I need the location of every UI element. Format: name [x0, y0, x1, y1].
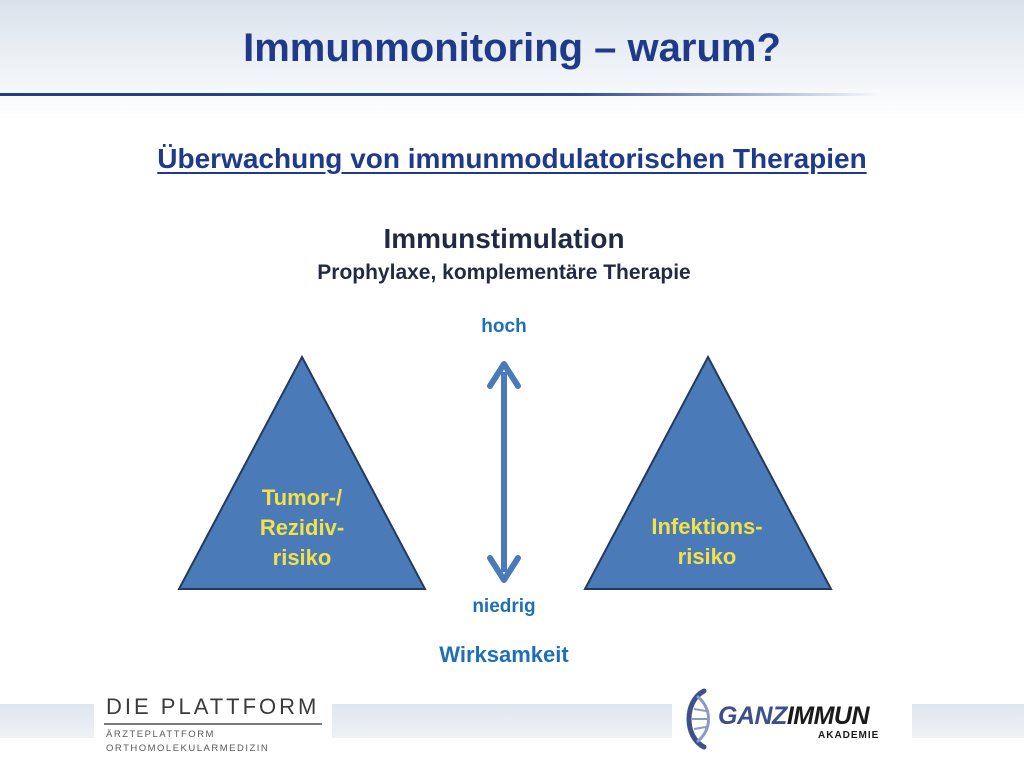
- left-triangle: [177, 354, 427, 590]
- double-arrow: [487, 361, 521, 583]
- risk-diagram: Tumor-/ Rezidiv- risiko Infektions- risi…: [0, 300, 1024, 680]
- ganzimmun-logo-text: GANZIMMUN: [718, 702, 870, 730]
- slide-subtitle: Überwachung von immunmodulatorischen The…: [157, 143, 867, 174]
- die-plattform-logo-rule: [104, 723, 322, 725]
- header-band: [0, 0, 1024, 120]
- right-triangle-label: Infektions- risiko: [622, 512, 792, 572]
- ganzimmun-logo-subtext: AKADEMIE: [818, 730, 880, 741]
- header-rule: [0, 93, 880, 96]
- ganzimmun-logo: GANZIMMUN AKADEMIE: [672, 684, 912, 754]
- ganzimmun-logo-text-a: GANZ: [718, 702, 787, 730]
- left-triangle-label: Tumor-/ Rezidiv- risiko: [222, 483, 382, 573]
- axis-bottom-label: niedrig: [472, 596, 536, 617]
- die-plattform-logo: DIE PLATTFORM ÄRZTEPLATTFORM ORTHOMOLEKU…: [94, 690, 332, 754]
- diagram-shapes: [177, 354, 833, 590]
- left-triangle-line1: Tumor-/: [261, 485, 343, 510]
- die-plattform-logo-subtext: ÄRZTEPLATTFORM ORTHOMOLEKULARMEDIZIN: [106, 729, 270, 754]
- dna-helix-icon: [686, 688, 710, 750]
- section-subheading: Prophylaxe, komplementäre Therapie: [317, 261, 691, 284]
- axis-top-label: hoch: [481, 316, 527, 337]
- axis-caption: Wirksamkeit: [439, 642, 569, 667]
- right-triangle-line1: Infektions-: [651, 514, 763, 539]
- left-triangle-line3: risiko: [272, 545, 332, 570]
- slide-title: Immunmonitoring – warum?: [243, 26, 781, 70]
- section-heading: Immunstimulation: [383, 223, 625, 254]
- ganzimmun-logo-text-b: IMMUN: [786, 702, 870, 730]
- right-triangle-line2: risiko: [677, 544, 737, 569]
- left-triangle-line2: Rezidiv-: [259, 515, 345, 540]
- right-triangle: [583, 354, 833, 590]
- die-plattform-logo-text: DIE PLATTFORM: [106, 694, 320, 719]
